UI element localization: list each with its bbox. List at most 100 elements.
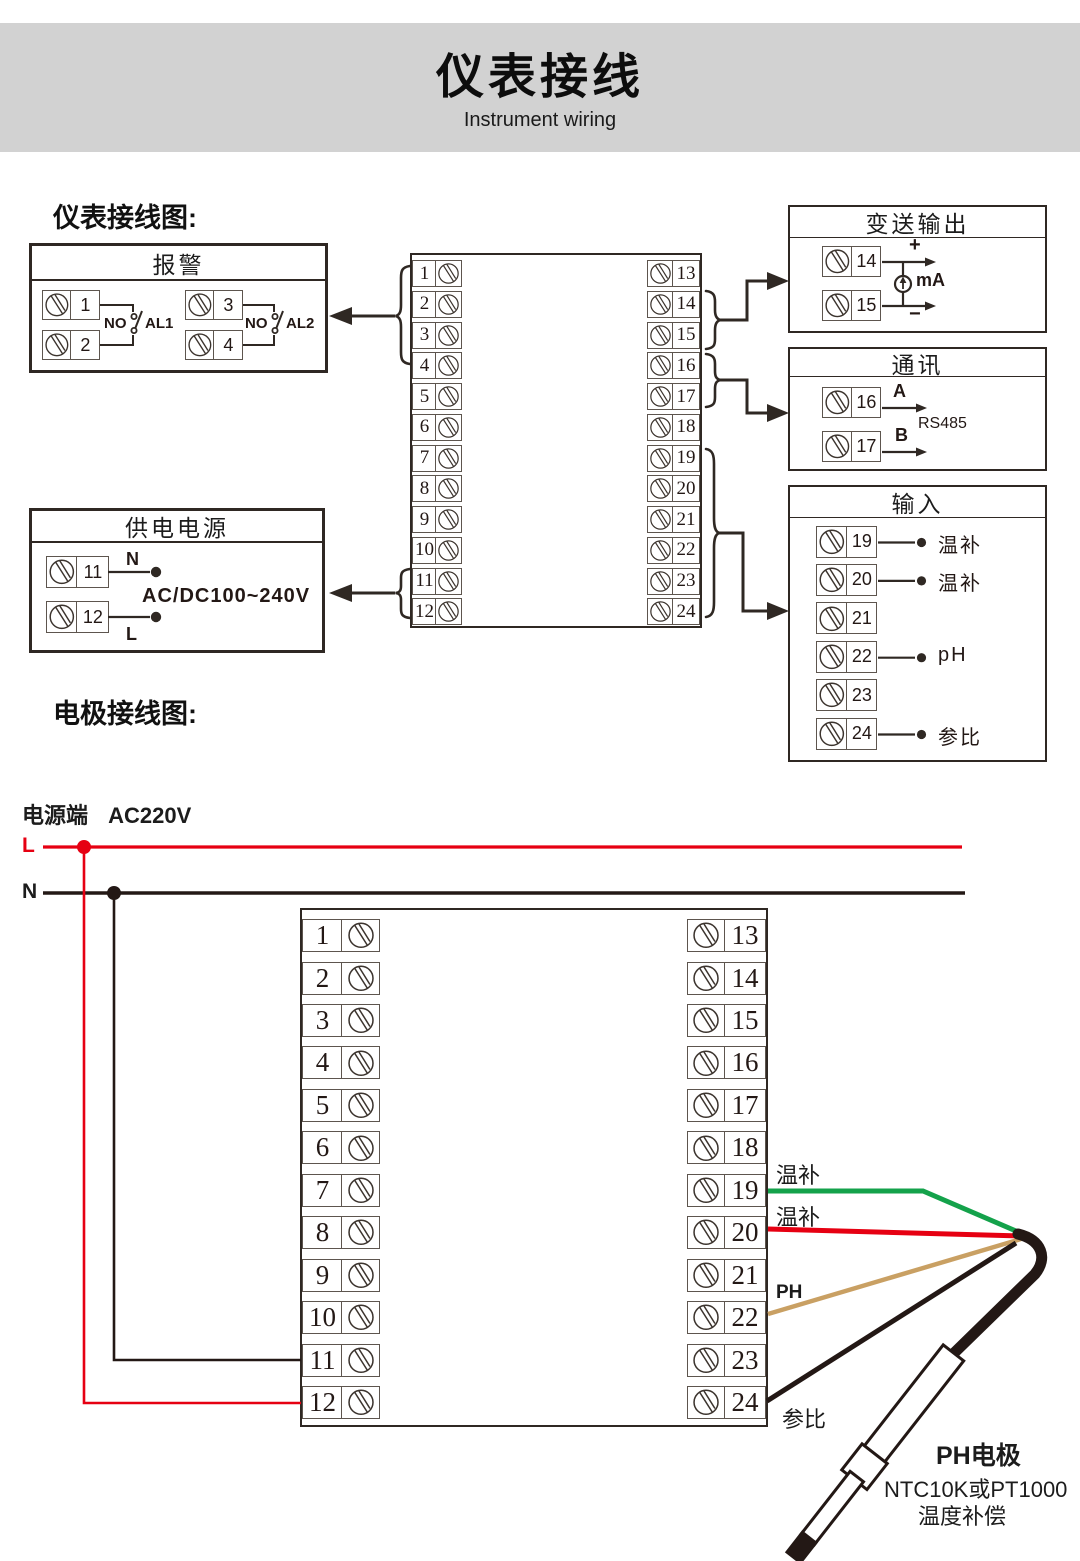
- screw-icon: [438, 570, 460, 592]
- screw-icon: [185, 290, 215, 320]
- screw-icon: [693, 1135, 719, 1161]
- screw-icon: [438, 417, 460, 438]
- terminal-number: 21: [846, 602, 878, 635]
- screw-icon: [693, 1050, 719, 1076]
- screw-cell: [341, 1003, 381, 1037]
- terminal-number: 13: [724, 919, 766, 952]
- page-title: 仪表接线: [435, 51, 644, 104]
- input-terminal-23: 23: [816, 679, 878, 712]
- terminal-number: 22: [724, 1301, 766, 1335]
- electrode-note-label: 温度补偿: [918, 1504, 1007, 1529]
- screw-cell: [686, 1343, 726, 1377]
- terminal-number: 21: [724, 1258, 766, 1292]
- screw-cell: [341, 961, 381, 995]
- screw-icon: [649, 601, 671, 623]
- screw-icon: [42, 330, 72, 360]
- center-terminal-18: 18: [646, 413, 700, 441]
- screw-icon: [348, 965, 374, 991]
- screw-cell: [646, 506, 674, 533]
- screw-cell: [341, 1173, 381, 1207]
- terminal-number: 24: [724, 1386, 766, 1419]
- brace-power: [395, 567, 412, 620]
- screw-icon: [438, 324, 460, 346]
- screw-icon: [49, 604, 75, 630]
- terminal-number: 20: [672, 475, 700, 503]
- transmit-terminal-14: 14: [822, 246, 882, 277]
- screw-icon: [822, 431, 853, 462]
- terminal-number: 15: [672, 321, 700, 349]
- power-box-title: 供电电源: [32, 511, 322, 543]
- terminal-number: 16: [851, 387, 882, 418]
- screw-icon: [438, 478, 460, 500]
- screw-icon: [819, 721, 845, 746]
- screw-icon: [649, 540, 671, 561]
- center-terminal-19: 19: [646, 444, 700, 472]
- screw-cell: [816, 602, 848, 635]
- screw-cell: [435, 352, 463, 380]
- screw-icon: [693, 1304, 719, 1331]
- screw-icon: [649, 447, 671, 469]
- electrode-terminal-18: 18: [686, 1131, 766, 1165]
- screw-icon: [348, 1177, 374, 1203]
- screw-icon: [825, 434, 850, 459]
- screw-cell: [341, 1343, 381, 1377]
- screw-cell: [686, 1131, 726, 1165]
- terminal-number: 12: [76, 601, 110, 633]
- neutral-label: N: [126, 549, 139, 569]
- screw-icon: [693, 965, 719, 991]
- screw-icon: [649, 570, 671, 592]
- screw-icon: [348, 1219, 374, 1246]
- input-box-title: 输入: [790, 487, 1045, 518]
- input-terminal-19: 19: [816, 525, 878, 558]
- brace-transmit: [704, 289, 721, 351]
- screw-cell: [686, 1216, 726, 1250]
- terminal-number: 2: [70, 330, 101, 360]
- electrode-terminal-6: 6: [302, 1131, 381, 1165]
- screw-icon: [693, 1389, 719, 1416]
- electrode-terminal-8: 8: [302, 1216, 381, 1250]
- screw-icon: [693, 1262, 719, 1288]
- terminal-number: 3: [302, 1003, 343, 1037]
- terminal-number: 7: [412, 444, 437, 472]
- plus-label: +: [909, 234, 921, 256]
- center-terminal-21: 21: [646, 506, 700, 533]
- screw-icon: [348, 1262, 374, 1288]
- terminal-number: 1: [302, 919, 343, 952]
- screw-cell: [341, 1131, 381, 1165]
- center-terminal-12: 12: [412, 598, 463, 626]
- terminal-number: 20: [724, 1216, 766, 1250]
- screw-cell: [435, 567, 463, 595]
- terminal-number: 8: [412, 475, 437, 503]
- screw-icon: [348, 1092, 374, 1119]
- arrowhead-right-icon: [767, 404, 789, 422]
- terminal-number: 17: [851, 431, 882, 462]
- terminal-number: 21: [672, 506, 700, 533]
- live-drop-wire: [82, 847, 301, 1405]
- terminal-number: 14: [672, 290, 700, 318]
- screw-icon: [348, 1007, 374, 1034]
- alarm1-label: AL1: [145, 315, 174, 332]
- terminal-number: 14: [724, 961, 766, 995]
- screw-cell: [646, 413, 674, 441]
- reference-wire-black: [765, 1240, 1018, 1404]
- arrowhead-left-icon: [329, 584, 352, 602]
- center-terminal-17: 17: [646, 383, 700, 410]
- screw-icon: [348, 1389, 374, 1416]
- electrode-terminal-5: 5: [302, 1088, 381, 1122]
- center-terminal-23: 23: [646, 567, 700, 595]
- header-band: 仪表接线 Instrument wiring: [0, 23, 1080, 152]
- screw-cell: [646, 444, 674, 472]
- terminal-number: 1: [70, 290, 101, 320]
- screw-cell: [646, 598, 674, 626]
- terminal-number: 24: [672, 598, 700, 626]
- terminal-number: 18: [672, 413, 700, 441]
- electrode-terminal-13: 13: [686, 919, 766, 952]
- alarm-terminal-1: 1: [42, 290, 101, 320]
- contact-type-label: NO: [245, 315, 268, 332]
- ph-electrode-label: PH电极: [936, 1442, 1021, 1470]
- input-terminal-label: 参比: [938, 726, 982, 749]
- power-side-label: 电源端: [22, 803, 89, 828]
- center-terminal-2: 2: [412, 290, 463, 318]
- screw-cell: [686, 1088, 726, 1122]
- electrode-terminal-24: 24: [686, 1386, 766, 1419]
